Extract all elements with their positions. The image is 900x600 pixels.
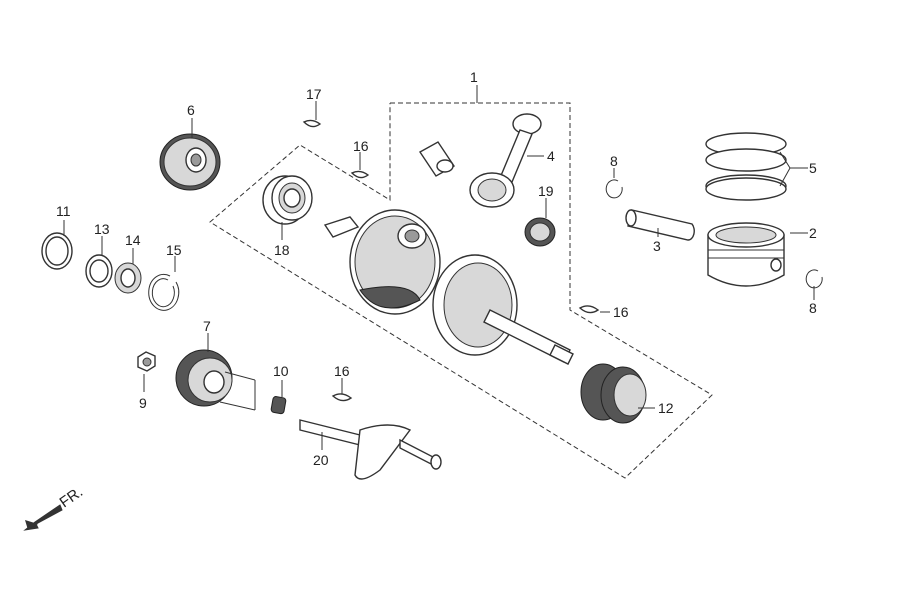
gear-part-6 [159, 133, 221, 191]
callout-10: 10 [273, 363, 289, 379]
bearing-part-18 [262, 175, 313, 225]
callout-16-bottom: 16 [334, 363, 350, 379]
piston-pin-clip-part-8-bottom [805, 269, 823, 289]
balance-shaft-part-20 [299, 419, 442, 480]
callout-19: 19 [538, 183, 554, 199]
leader-lines [63, 85, 815, 450]
callout-20: 20 [313, 452, 329, 468]
piston-pin-clip-part-8-top [605, 179, 623, 199]
nut-part-9 [137, 351, 156, 372]
callout-3: 3 [653, 238, 661, 254]
crankshaft-right-half [432, 254, 574, 365]
connecting-rod-part-4 [469, 113, 542, 208]
callout-11: 11 [56, 203, 71, 219]
callout-8-top: 8 [610, 153, 618, 169]
callout-4: 4 [547, 148, 555, 164]
washer-part-11 [41, 232, 73, 270]
front-direction-arrow [23, 504, 63, 531]
crankshaft-left-half [323, 209, 441, 315]
pin-part-10 [270, 396, 287, 415]
gear-part-7 [175, 349, 256, 411]
key-part-17 [302, 119, 322, 128]
callout-5: 5 [809, 160, 817, 176]
bearing-part-12 [580, 363, 647, 424]
callout-18: 18 [274, 242, 290, 258]
callout-9: 9 [139, 395, 147, 411]
washer-part-14 [114, 262, 142, 294]
piston-rings-part-5 [705, 132, 787, 201]
circlip-part-15 [148, 273, 180, 311]
callout-8-bottom: 8 [809, 300, 817, 316]
callout-7: 7 [203, 318, 211, 334]
key-part-16-top [350, 170, 370, 179]
key-part-16-right [578, 305, 600, 314]
needle-bearing-part-19 [524, 217, 556, 247]
piston-pin-part-3 [625, 209, 695, 241]
piston-part-2 [707, 222, 785, 287]
callout-17: 17 [306, 86, 322, 102]
callout-1: 1 [470, 69, 478, 85]
key-part-16-bottom [331, 393, 353, 402]
callout-16-top: 16 [353, 138, 369, 154]
callout-13: 13 [94, 221, 110, 237]
small-end-bush [418, 141, 456, 177]
callout-12: 12 [658, 400, 674, 416]
callout-16-right: 16 [613, 304, 629, 320]
callout-6: 6 [187, 102, 195, 118]
washer-part-13 [85, 254, 113, 288]
callout-14: 14 [125, 232, 141, 248]
callout-2: 2 [809, 225, 817, 241]
callout-15: 15 [166, 242, 182, 258]
crankshaft-assembly-outline [209, 102, 713, 479]
